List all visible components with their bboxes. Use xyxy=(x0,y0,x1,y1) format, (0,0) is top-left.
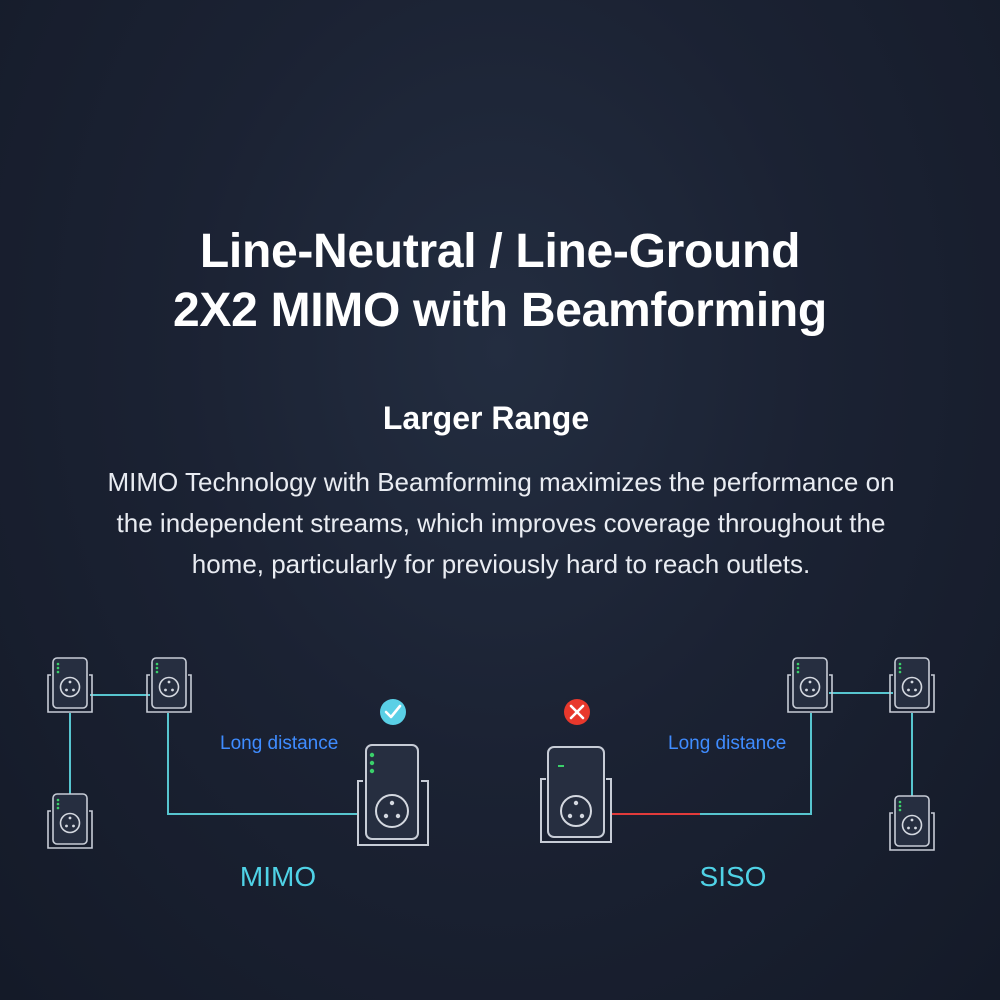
description-line-2: the independent streams, which improves … xyxy=(116,508,886,538)
mimo-network-lines xyxy=(69,694,358,815)
mimo-adapter-top-right xyxy=(146,657,192,713)
cross-icon xyxy=(564,699,590,725)
mimo-main-adapter xyxy=(357,744,429,846)
siso-adapter-top-left xyxy=(787,657,833,713)
siso-label: SISO xyxy=(700,861,767,892)
headline: Line-Neutral / Line-Ground 2X2 MIMO with… xyxy=(0,222,1000,340)
headline-line-1: Line-Neutral / Line-Ground xyxy=(199,225,801,278)
subheading: Larger Range xyxy=(382,400,590,436)
siso-adapter-bottom-right xyxy=(889,795,935,851)
description-line-1: MIMO Technology with Beamforming maximiz… xyxy=(107,467,895,497)
mimo-adapter-top-left xyxy=(47,657,93,713)
description-line-3: home, particularly for previously hard t… xyxy=(191,549,811,579)
siso-main-adapter xyxy=(540,746,612,843)
description: MIMO Technology with Beamforming maximiz… xyxy=(0,462,1000,585)
mimo-adapter-bottom-left xyxy=(47,793,93,849)
check-icon xyxy=(380,699,406,725)
siso-distance-label: Long distance xyxy=(668,733,786,754)
siso-network-lines xyxy=(612,692,913,815)
mimo-label: MIMO xyxy=(240,861,316,892)
mimo-siso-diagram: Long distance MIMO Long distance SISO xyxy=(47,657,935,892)
mimo-distance-label: Long distance xyxy=(220,733,338,754)
headline-line-2: 2X2 MIMO with Beamforming xyxy=(173,284,827,337)
siso-adapter-top-right xyxy=(889,657,935,713)
